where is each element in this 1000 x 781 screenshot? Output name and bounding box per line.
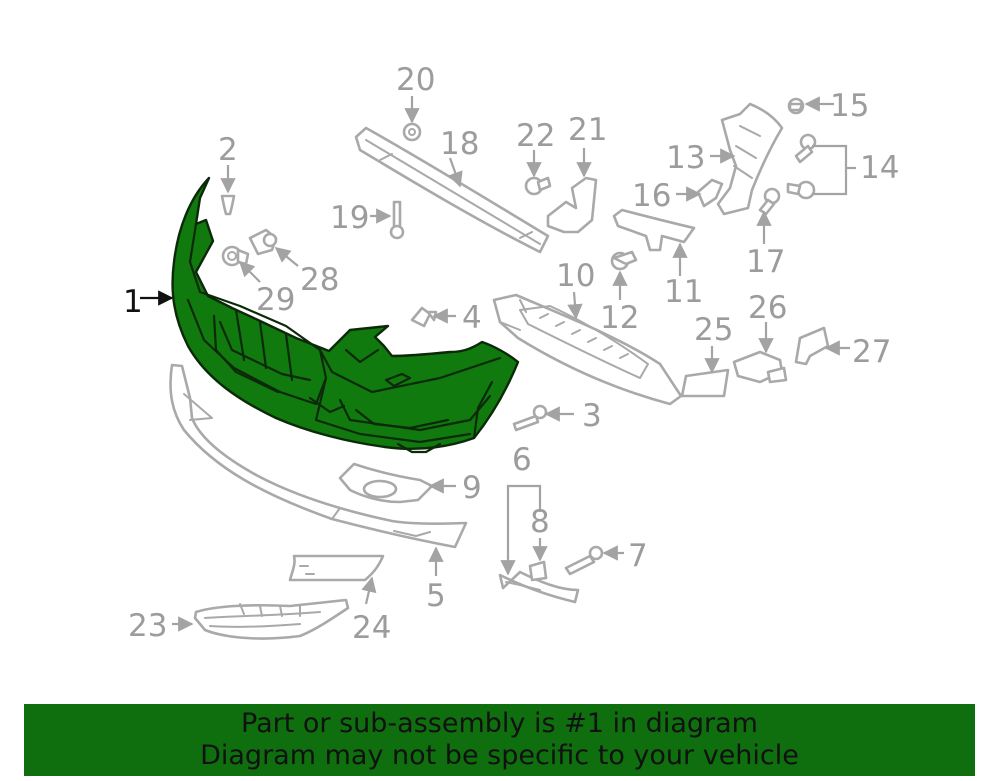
callout-23: 23 [128,608,167,644]
callout-5: 5 [426,578,446,614]
nut-20-part[interactable] [402,122,422,142]
callout-labels: 1 2 3 4 5 6 7 8 9 10 11 12 13 14 15 16 1… [123,62,899,646]
leader-lines [140,96,856,632]
sensor-holder-part[interactable] [248,228,278,256]
bolt-19-part[interactable] [389,200,405,240]
callout-14: 14 [860,150,899,186]
air-deflector-part[interactable] [492,293,683,406]
parts-diagram: 1 2 3 4 5 6 7 8 9 10 11 12 13 14 15 16 1… [123,62,899,646]
callout-24: 24 [352,610,391,646]
grille-insert-part[interactable] [338,462,434,504]
info-banner: Part or sub-assembly is #1 in diagram Di… [24,704,975,776]
sensor-part[interactable] [732,350,788,384]
bolt-14a-part[interactable] [794,133,817,164]
cover-plate-part[interactable] [288,554,385,582]
banner-line-2: Diagram may not be specific to your vehi… [200,740,799,771]
callout-2: 2 [218,132,238,168]
callout-10: 10 [556,258,595,294]
clip-8-part[interactable] [528,560,548,582]
callout-26: 26 [748,290,787,326]
callout-28: 28 [300,262,339,298]
bolt-17-part[interactable] [758,187,781,216]
callout-21: 21 [568,112,607,148]
callout-25: 25 [694,312,733,348]
callout-8: 8 [530,504,550,540]
callout-27: 27 [852,334,891,370]
callout-4: 4 [462,300,482,336]
bracket-16-part[interactable] [696,178,724,208]
bolt-22-part[interactable] [524,176,552,196]
callout-3: 3 [582,398,602,434]
callout-7: 7 [628,538,648,574]
callout-16: 16 [632,178,671,214]
callout-17: 17 [746,244,785,280]
sensor-bezel-part[interactable] [221,245,250,267]
bracket-13-part[interactable] [716,102,784,216]
lower-spoiler-part[interactable] [169,363,468,549]
bolt-15-part[interactable] [787,97,805,115]
callout-29: 29 [256,282,295,318]
clip-4-part[interactable] [410,306,438,328]
callout-15: 15 [830,88,869,124]
callout-22: 22 [516,118,555,154]
callout-6: 6 [512,442,532,478]
bracket-27-part[interactable] [794,326,830,366]
impact-absorber-part[interactable] [354,126,550,254]
callout-20: 20 [396,62,435,98]
bracket-21-part[interactable] [546,176,598,234]
bolt-14b-part[interactable] [786,180,816,200]
bolt-7-part[interactable] [564,545,604,576]
callout-19: 19 [330,200,369,236]
fog-lamp-bezel-part[interactable] [193,598,350,640]
callout-9: 9 [462,470,482,506]
side-trim-part[interactable] [498,570,580,604]
bracket-11-part[interactable] [612,208,696,252]
bumper-cover-part[interactable] [171,176,520,454]
callout-12: 12 [600,300,639,336]
callout-13: 13 [666,140,705,176]
callout-11: 11 [664,274,703,310]
banner-line-1: Part or sub-assembly is #1 in diagram [241,708,758,739]
bolt-3-part[interactable] [512,404,548,432]
callout-18: 18 [440,126,479,162]
reflector-part[interactable] [680,368,730,398]
callout-1: 1 [123,284,143,320]
nut-12-part[interactable] [610,250,638,271]
screw-2-part[interactable] [220,194,236,216]
